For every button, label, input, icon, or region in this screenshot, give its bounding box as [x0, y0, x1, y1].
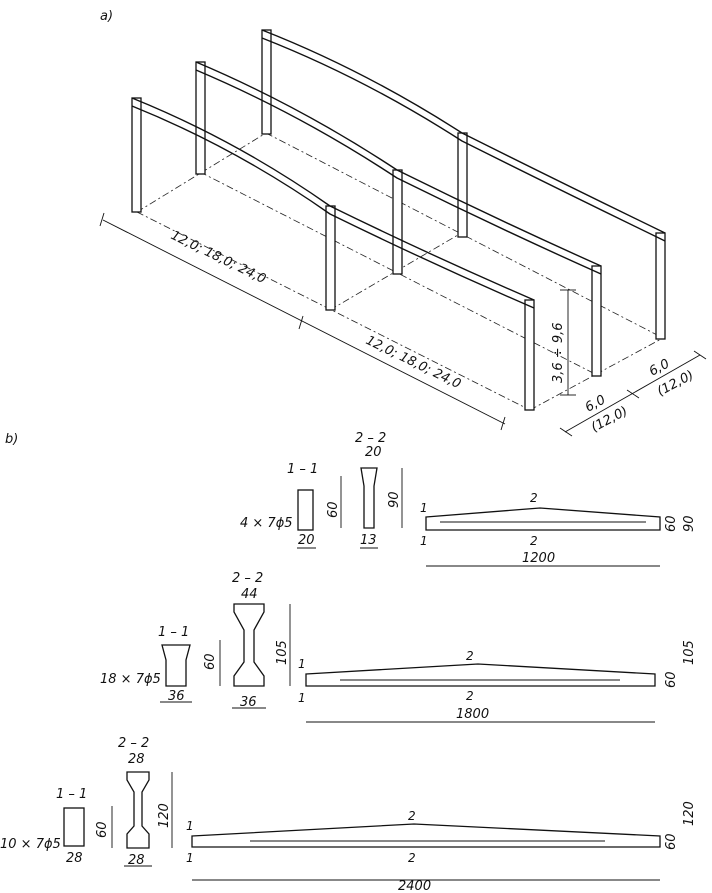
end-height: 60 [664, 515, 679, 532]
section-2-2-top-width: 28 [128, 752, 145, 767]
column [392, 169, 403, 275]
mark-1-top: 1 [298, 657, 306, 671]
end-height: 60 [664, 833, 679, 850]
girder-elevation [425, 507, 661, 531]
column [325, 205, 336, 311]
mark-1-bottom: 1 [298, 691, 306, 705]
mid-height: 90 [682, 515, 697, 532]
mark-2-bottom: 2 [466, 689, 474, 703]
bay-dimension-1: 6,0 [583, 393, 608, 416]
column [524, 299, 535, 411]
section-2-2-bottom-width: 13 [360, 533, 377, 548]
section-2-2-top-width: 20 [365, 445, 382, 460]
frame-isometric [131, 29, 666, 411]
section-2-2-total-height: 120 [157, 803, 172, 828]
bay-dimension-2: 6,0 [647, 357, 672, 380]
mark-2-top: 2 [530, 491, 538, 505]
span-dimensions: 12,0; 18,0; 24,0 12,0; 18,0; 24,0 [99, 212, 506, 431]
section-2-2-inner-height: 60 [95, 821, 110, 838]
section-2-2-shape [233, 603, 265, 687]
beam-length: 1200 [522, 551, 555, 566]
panel-b-label: b) [5, 432, 18, 447]
panel-a-label: a) [100, 9, 113, 24]
section-1-1-width: 20 [298, 533, 315, 548]
column [261, 29, 272, 135]
beam-length: 1800 [456, 707, 489, 722]
section-1-1-shape [297, 489, 314, 531]
section-2-2-shape [126, 771, 150, 849]
section-2-2-total-height: 90 [387, 491, 402, 508]
height-dimension-label: 3,6 ÷ 9,6 [551, 322, 566, 383]
girder-elevation [191, 823, 661, 848]
mark-1-top: 1 [186, 819, 194, 833]
mark-2-bottom: 2 [408, 851, 416, 865]
section-1-1-shape [63, 807, 85, 847]
beam-detail-1200: 1 – 1 4 × 7ϕ5 20 2 – 2 20 60 90 13 1 1 2… [240, 431, 697, 567]
section-2-2-title: 2 – 2 [355, 431, 386, 446]
column [457, 132, 468, 238]
height-dimension: 3,6 ÷ 9,6 [551, 289, 576, 396]
roof-girders [131, 29, 666, 309]
section-2-2-inner-height: 60 [326, 501, 341, 518]
column [655, 232, 666, 340]
column [591, 265, 602, 377]
rebar-label: 18 × 7ϕ5 [100, 672, 161, 687]
section-1-1-title: 1 – 1 [56, 787, 87, 802]
end-height: 60 [664, 671, 679, 688]
section-2-2-title: 2 – 2 [118, 736, 149, 751]
beam-length: 2400 [398, 879, 431, 893]
rebar-label: 4 × 7ϕ5 [240, 516, 293, 531]
section-2-2-inner-height: 60 [203, 653, 218, 670]
section-1-1-width: 36 [168, 689, 185, 704]
mark-1-top: 1 [420, 501, 428, 515]
section-2-2-shape [360, 467, 378, 529]
section-2-2-top-width: 44 [241, 587, 258, 602]
span-dimension-2: 12,0; 18,0; 24,0 [363, 333, 463, 392]
beam-detail-1800: 1 – 1 18 × 7ϕ5 36 2 – 2 44 60 105 36 1 1… [100, 571, 697, 723]
mark-2-top: 2 [408, 809, 416, 823]
mid-height: 120 [682, 801, 697, 826]
mark-1-bottom: 1 [420, 534, 428, 548]
mark-1-bottom: 1 [186, 851, 194, 865]
beam-detail-2400: 1 – 1 10 × 7ϕ5 28 2 – 2 28 60 120 28 1 1… [0, 736, 697, 893]
column [195, 61, 206, 175]
section-1-1-title: 1 – 1 [287, 462, 318, 477]
mark-2-top: 2 [466, 649, 474, 663]
bay-dimensions: 6,0 (12,0) 6,0 (12,0) [559, 350, 707, 437]
section-2-2-bottom-width: 28 [128, 853, 145, 868]
section-1-1-title: 1 – 1 [158, 625, 189, 640]
rebar-label: 10 × 7ϕ5 [0, 837, 61, 852]
section-1-1-shape [161, 644, 191, 687]
section-1-1-width: 28 [66, 851, 83, 866]
mid-height: 105 [682, 640, 697, 665]
column [131, 97, 142, 213]
section-2-2-title: 2 – 2 [232, 571, 263, 586]
columns [131, 29, 666, 411]
section-2-2-bottom-width: 36 [240, 695, 257, 710]
section-2-2-total-height: 105 [275, 640, 290, 665]
girder-elevation [305, 663, 656, 687]
mark-2-bottom: 2 [530, 534, 538, 548]
